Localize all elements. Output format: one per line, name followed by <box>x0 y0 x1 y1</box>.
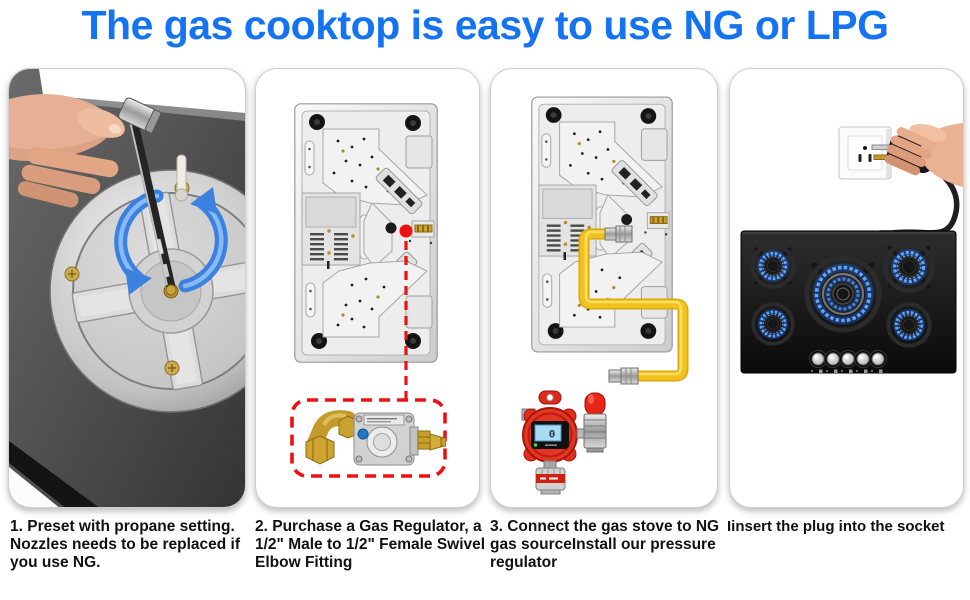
svg-text:0: 0 <box>549 430 556 442</box>
background-white-wedge <box>39 69 245 113</box>
step-2-panel <box>255 68 480 508</box>
lcd-display: 0 <box>531 421 569 449</box>
brass-elbow-fitting <box>305 410 359 465</box>
step-3-panel: 0 <box>490 68 718 508</box>
step-1-caption: 1. Preset with propane setting. Nozzles … <box>10 518 240 571</box>
plug-socket-cooktop-photo <box>740 123 963 374</box>
wall-socket <box>838 126 892 180</box>
step-4-caption: Iinsert the plug into the socket <box>727 518 945 535</box>
control-knobs <box>809 350 887 373</box>
burner-top-left <box>752 245 793 286</box>
page-title: The gas cooktop is easy to use NG or LPG <box>81 2 889 48</box>
burner-bottom-left <box>753 304 792 343</box>
hex-key-tool <box>118 97 177 296</box>
hose-inlet-fitting <box>604 225 633 243</box>
regulator-body <box>353 412 419 466</box>
step-4-panel <box>729 68 964 508</box>
blue-cap <box>357 428 369 440</box>
brass-outlet-fitting <box>417 430 446 451</box>
igniter-pin <box>175 154 188 202</box>
burner-bottom-right <box>888 304 929 345</box>
gas-regulator-photo <box>305 410 446 466</box>
pressure-regulator-device: 0 <box>521 390 607 495</box>
bottom-sensor <box>535 460 566 495</box>
step-1-panel <box>8 68 246 508</box>
hand <box>884 123 963 187</box>
alarm-beacon-cylinder <box>583 392 607 453</box>
rotation-arrows-icon <box>114 187 228 295</box>
yellow-gas-hose <box>578 225 689 385</box>
hose-end-fitting <box>608 367 639 385</box>
step-2-caption: 2. Purchase a Gas Regulator, a 1/2" Male… <box>255 518 486 571</box>
cooktop-edge-band <box>9 441 99 507</box>
burner-center <box>804 255 882 333</box>
step-3-caption: 3. Connect the gas stove to NG gas sourc… <box>490 518 720 571</box>
inlet-marker-dot <box>399 224 413 238</box>
hand <box>9 94 125 208</box>
burner-nozzle-adjustment-photo <box>9 69 245 507</box>
five-burner-cooktop <box>740 230 957 374</box>
burner-top-right <box>886 244 933 291</box>
